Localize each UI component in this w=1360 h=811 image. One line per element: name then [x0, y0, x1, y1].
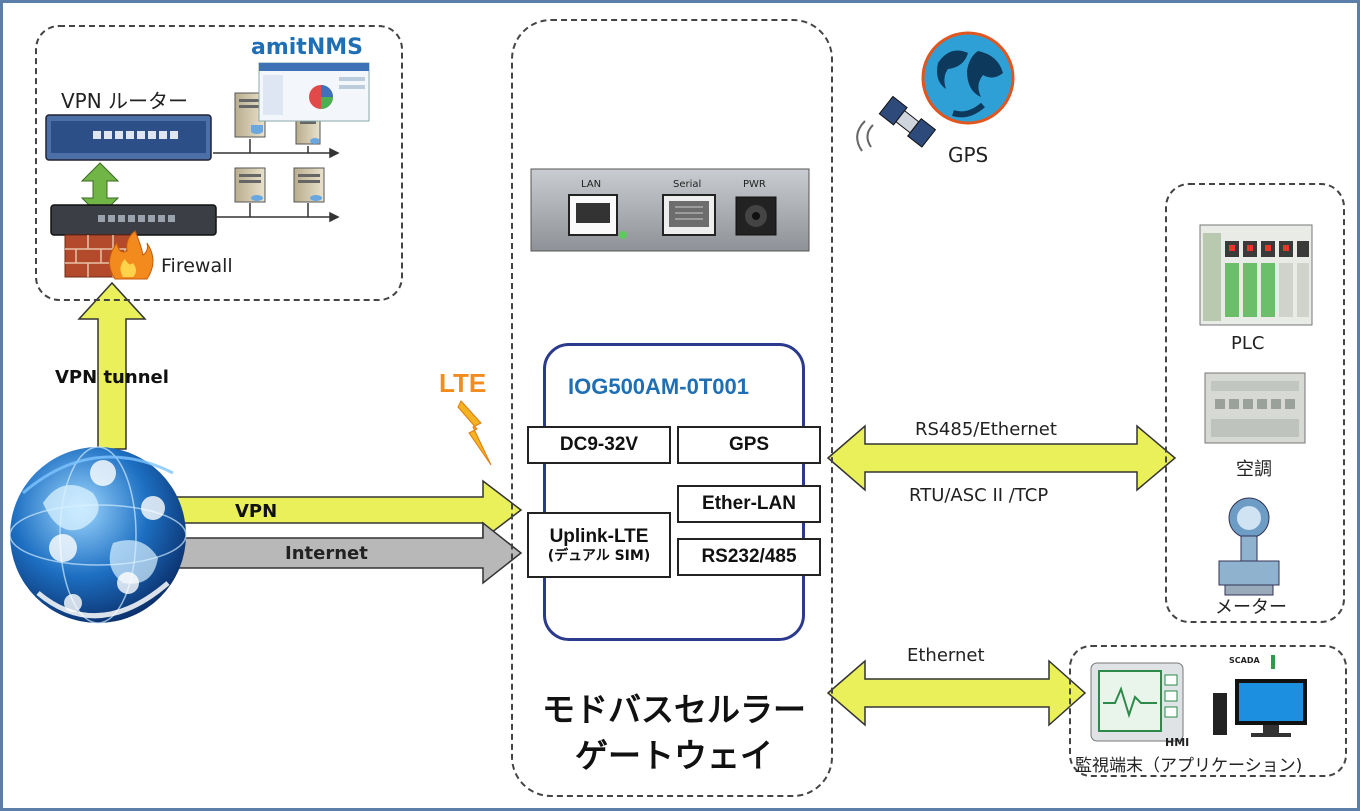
gateway-panel [511, 19, 833, 797]
hmi-icon [1090, 662, 1184, 742]
uplink-lte-spec: Uplink-LTE [549, 526, 649, 548]
nms-dashboard-thumbnail [258, 62, 370, 122]
firewall-icon [64, 230, 154, 280]
monitoring-panel [1069, 645, 1347, 777]
ethernet-label: Ethernet [907, 645, 985, 666]
meter-icon [1218, 497, 1280, 596]
gps-label: GPS [948, 143, 989, 167]
hvac-label: 空調 [1236, 459, 1272, 480]
nms-site-panel [35, 25, 403, 301]
ethernet-double-arrow [826, 659, 1087, 727]
internet-arrow [152, 521, 523, 585]
lte-bolt-icon [457, 400, 492, 466]
lte-label: LTE [439, 368, 487, 398]
scada-label: SCADA [1229, 656, 1260, 665]
firewall-label: Firewall [161, 255, 233, 277]
plc-label: PLC [1231, 333, 1265, 354]
vpn-tunnel-arrow [77, 281, 147, 450]
internet-globe-icon [9, 446, 187, 624]
gps-spec: GPS [728, 434, 770, 456]
protocol-top-label: RS485/Ethernet [915, 419, 1057, 440]
field-devices-panel [1165, 183, 1345, 623]
vpn-label: VPN [235, 501, 278, 522]
nms-brand: amitNMS [251, 35, 363, 60]
ether-lan-box: Ether-LAN [677, 485, 821, 523]
hmi-label: HMI [1165, 736, 1190, 749]
uplink-lte-box: Uplink-LTE (デュアル SIM) [527, 512, 671, 578]
serial-port-box: RS232/485 [677, 538, 821, 576]
port-label-pwr: PWR [743, 179, 766, 190]
internet-label: Internet [285, 543, 368, 564]
gps-satellite-icon [856, 31, 1015, 152]
gateway-model: IOG500AM-0T001 [568, 374, 749, 399]
server-icons [234, 92, 325, 203]
serial-spec: RS232/485 [701, 546, 797, 568]
gps-spec-box: GPS [677, 426, 821, 464]
vpn-arrow [152, 479, 523, 541]
ether-lan-spec: Ether-LAN [702, 493, 796, 515]
port-label-serial: Serial [673, 179, 702, 190]
protocol-bottom-label: RTU/ASC II /TCP [909, 485, 1049, 506]
vpn-router-label: VPN ルーター [61, 89, 189, 113]
scada-pc-icon [1213, 655, 1307, 737]
gateway-port-panel [530, 168, 810, 252]
plc-icon [1199, 224, 1313, 326]
rs485-double-arrow [826, 424, 1177, 492]
gateway-title-line1: モドバスセルラー [542, 690, 806, 729]
meter-label: メーター [1215, 597, 1287, 618]
firewall-switch-icon [50, 204, 217, 236]
monitor-caption: 監視端末（アプリケーション) [1075, 756, 1303, 776]
dual-sim-note: (デュアル SIM) [547, 547, 651, 564]
vpn-router-icon [45, 114, 212, 161]
power-spec: DC9-32V [559, 434, 639, 456]
hvac-controller-icon [1204, 372, 1306, 444]
vpn-tunnel-label: VPN tunnel [55, 367, 169, 388]
port-label-lan: LAN [581, 179, 602, 190]
gateway-title-line2: ゲートウェイ [575, 736, 773, 775]
diagram-artwork [9, 31, 1313, 742]
power-spec-box: DC9-32V [527, 426, 671, 464]
